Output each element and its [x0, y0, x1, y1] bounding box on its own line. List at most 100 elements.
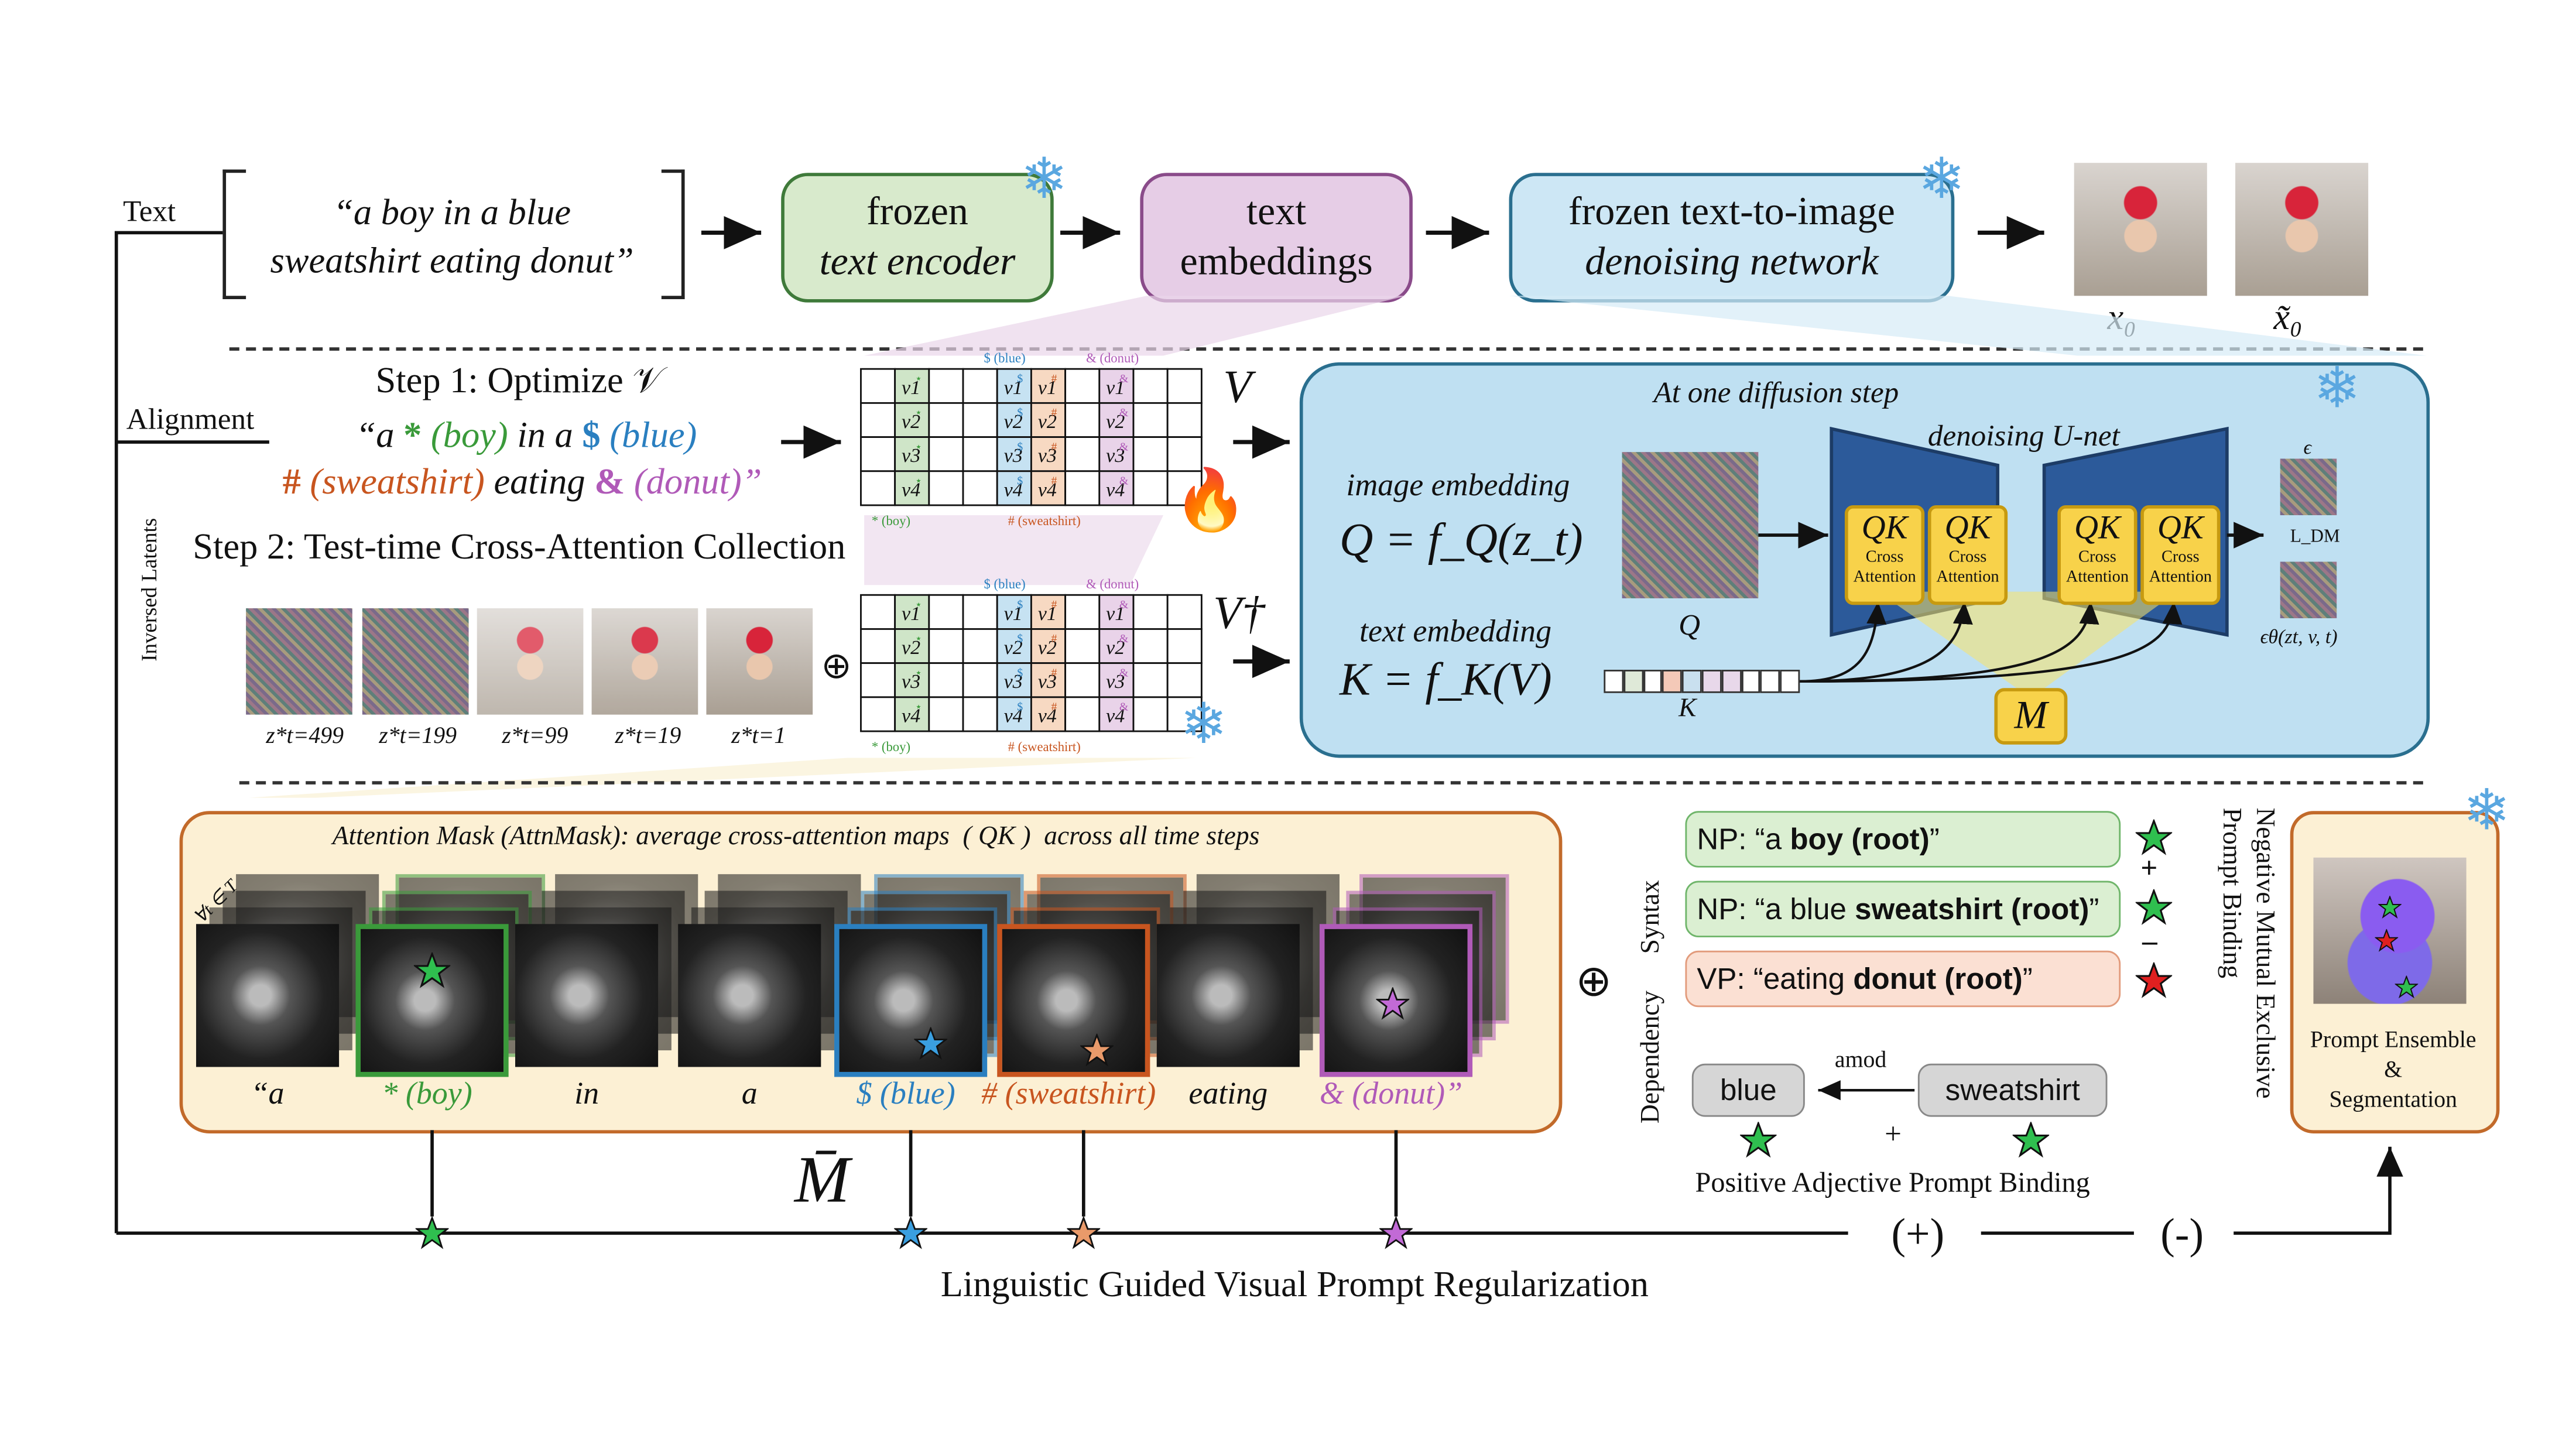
matrix-cell-label: v1 — [1106, 377, 1125, 399]
denoiser-line-1: frozen text-to-image — [1568, 191, 1895, 235]
prompt-line-2: sweatshirt eating donut” — [270, 239, 634, 281]
star-icon — [2395, 975, 2419, 999]
matrix-footer-label: * (boy) — [872, 513, 910, 528]
k-token — [1623, 669, 1643, 693]
matrix-cell-label: v2 — [1004, 411, 1023, 433]
matrix-cell-sup: & — [1119, 701, 1129, 714]
side-line-2: Prompt Binding — [2217, 807, 2246, 979]
matrix-cell — [928, 436, 964, 472]
positive-binding-label: Positive Adjective Prompt Binding — [1695, 1166, 2090, 1198]
k-token — [1760, 669, 1780, 693]
matrix-cell-sup: $ — [1017, 440, 1023, 453]
ensemble-line-2: & — [2384, 1059, 2403, 1084]
matrix-cell — [1166, 696, 1203, 732]
matrix-cell — [1030, 594, 1067, 630]
matrix-cell-label: v4 — [1004, 479, 1023, 501]
attention-word: & (donut)” — [1319, 1077, 1463, 1112]
matrix-cell-label: v3 — [1106, 445, 1125, 467]
x0-tilde-label: x̃₀ — [2273, 296, 2303, 338]
matrix-cell — [962, 470, 998, 506]
attention-word: in — [574, 1077, 600, 1112]
star-icon — [914, 1027, 948, 1060]
word-donut: (donut)” — [633, 460, 762, 502]
plus-sign: + — [2140, 851, 2158, 885]
matrix-cell — [928, 696, 964, 732]
matrix-footer-label: * (boy) — [872, 739, 910, 754]
embeddings-line-1: text — [1246, 191, 1307, 235]
mbar-label: M̄ — [794, 1142, 850, 1217]
matrix-cell — [962, 696, 998, 732]
matrix-cell-sup: ⋆ — [915, 474, 922, 487]
k-equation: K = f_K(V) — [1339, 655, 1552, 707]
np2-pre: NP: “a blue — [1697, 891, 1855, 925]
cross-label: Cross — [1865, 548, 1904, 567]
dep-sweatshirt: sweatshirt — [1945, 1073, 2080, 1107]
attention-map — [834, 924, 988, 1077]
matrix-cell — [860, 470, 896, 506]
matrix-cell — [894, 402, 930, 438]
matrix-cell — [996, 368, 1032, 404]
matrix-cell-label: v4 — [1106, 479, 1125, 501]
star-icon — [2375, 929, 2399, 952]
matrix-cell-label: v3 — [1004, 671, 1023, 693]
latent-label-1: z*t=199 — [379, 724, 457, 750]
oplus-latents: ⊕ — [821, 645, 852, 687]
matrix-cell — [1132, 402, 1169, 438]
k-token — [1780, 669, 1800, 693]
k-label: K — [1678, 694, 1697, 723]
encoder-line-1: frozen — [866, 191, 968, 235]
matrix-v-label: V — [1223, 362, 1252, 414]
matrix-cell-sup: $ — [1017, 474, 1023, 487]
frozen-text-encoder-box: frozen text encoder — [781, 173, 1054, 303]
matrix-cell — [1098, 470, 1135, 506]
matrix-cell-label: v3 — [902, 671, 920, 693]
matrix-cell-sup: $ — [1017, 701, 1023, 714]
matrix-header-label: & (donut) — [1086, 351, 1139, 365]
word-sweatshirt: (sweatshirt) — [310, 460, 485, 502]
matrix-cell-label: v2 — [1106, 637, 1125, 659]
matrix-cell — [894, 628, 930, 664]
matrix-cell-label: v2 — [902, 637, 920, 659]
cross-label: Cross — [1948, 548, 1987, 567]
matrix-cell — [928, 470, 964, 506]
step1-title: Step 1: Optimize 𝒱 — [375, 359, 663, 401]
cross-label: Cross — [2161, 548, 2200, 567]
star-icon — [1740, 1122, 1777, 1158]
latent-t99 — [477, 608, 584, 715]
attention-map — [515, 924, 659, 1067]
latent-t499 — [246, 608, 352, 715]
attention-word: $ (blue) — [856, 1077, 955, 1112]
epsilon-noise — [2280, 458, 2337, 515]
matrix-cell — [1030, 628, 1067, 664]
divider-bottom — [239, 781, 2423, 785]
qk-label: QK — [2157, 510, 2204, 547]
star-icon — [2378, 896, 2402, 919]
latent-t1 — [706, 608, 813, 715]
snowflake-icon: ❄ — [2462, 781, 2510, 843]
oplus-syntax: ⊕ — [1575, 957, 1612, 1006]
matrix-cell — [962, 368, 998, 404]
text-label: Text — [123, 194, 176, 228]
latent-label-4: z*t=1 — [731, 724, 786, 750]
matrix-cell — [1064, 594, 1101, 630]
star-icon — [894, 1216, 927, 1249]
matrix-cell — [1166, 402, 1203, 438]
denoising-network-box: frozen text-to-image denoising network — [1509, 173, 1955, 303]
step2-title: Step 2: Test-time Cross-Attention Collec… — [193, 525, 846, 567]
alignment-label: Alignment — [126, 402, 255, 436]
matrix-cell-sup: & — [1119, 474, 1129, 487]
matrix-cell-label: v4 — [1038, 479, 1057, 501]
matrix-cell — [860, 696, 896, 732]
matrix-header-label: & (donut) — [1086, 577, 1139, 591]
matrix-cell-sup: # — [1051, 440, 1057, 453]
minus-paren: (-) — [2160, 1210, 2204, 1258]
ensemble-line-1: Prompt Ensemble — [2310, 1029, 2476, 1054]
matrix-cell-label: v1 — [1106, 603, 1125, 625]
attention-label: Attention — [1936, 568, 1999, 587]
matrix-cell — [1098, 402, 1135, 438]
word-blue: (blue) — [609, 413, 697, 455]
side-line-1: Negative Mutual Exclusive — [2250, 807, 2279, 1099]
negative-binding-label: Negative Mutual Exclusive Prompt Binding — [2214, 808, 2280, 1140]
matrix-cell-sup: & — [1119, 598, 1129, 611]
